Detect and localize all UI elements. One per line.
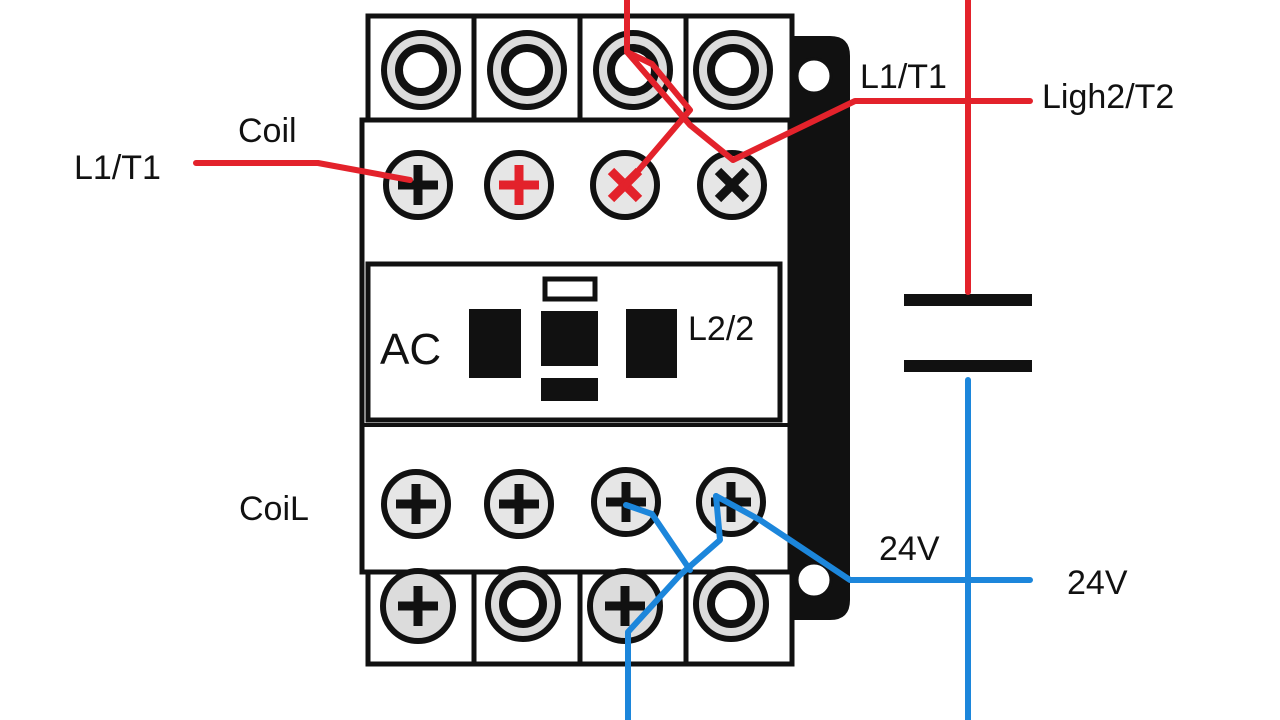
24v-label-inner: 24V bbox=[879, 530, 940, 568]
24v-label-outer: 24V bbox=[1067, 564, 1128, 602]
round-screw-icon bbox=[707, 580, 755, 628]
wire-top-to-screw3 bbox=[623, 0, 693, 188]
nameplate bbox=[365, 261, 783, 423]
round-screw-icon bbox=[395, 44, 447, 96]
top-terminal-1 bbox=[381, 30, 461, 110]
x-screw-icon bbox=[714, 167, 750, 203]
contact-block-center-base bbox=[541, 378, 598, 401]
plus-screw-icon bbox=[605, 586, 645, 626]
plus-screw-icon bbox=[396, 484, 436, 524]
round-screw-icon bbox=[499, 580, 547, 628]
wire-top-cross bbox=[624, 49, 1033, 163]
wire-bottom-left bbox=[625, 493, 723, 720]
wire-screw3-branch bbox=[623, 502, 693, 573]
upper-screw-4 bbox=[697, 150, 767, 220]
ac-label: AC bbox=[380, 325, 441, 374]
light-t2-label: Ligh2/T2 bbox=[1042, 78, 1174, 116]
bottom-terminal-1 bbox=[380, 568, 456, 644]
upper-screw-2 bbox=[484, 150, 554, 220]
wire-l1t1-left bbox=[193, 160, 413, 183]
mounting-bracket bbox=[792, 36, 850, 620]
mounting-hole-bottom bbox=[795, 561, 833, 599]
mounting-hole-top bbox=[795, 57, 833, 95]
lower-screw-3 bbox=[591, 467, 661, 537]
indicator-window bbox=[542, 276, 598, 302]
top-terminal-3 bbox=[593, 30, 673, 110]
round-screw-icon bbox=[501, 44, 553, 96]
red-wires bbox=[193, 0, 1033, 295]
bottom-terminal-4 bbox=[693, 566, 769, 642]
coil-label-bottom: CoiL bbox=[239, 490, 309, 528]
wire-screw4-to-24v bbox=[713, 493, 1033, 583]
bottom-terminal-block bbox=[365, 566, 795, 667]
bottom-terminal-2 bbox=[485, 566, 561, 642]
l1t1-label-left: L1/T1 bbox=[74, 149, 161, 187]
plus-screw-icon bbox=[398, 586, 438, 626]
l1t1-label-right: L1/T1 bbox=[860, 58, 947, 96]
lower-screw-1 bbox=[381, 469, 451, 539]
contact-block-left bbox=[469, 309, 521, 378]
plus-screw-icon bbox=[398, 165, 438, 205]
top-terminal-2 bbox=[487, 30, 567, 110]
contact-block-right bbox=[626, 309, 677, 378]
labels: Coil L1/T1 L1/T1 Ligh2/T2 AC L2/2 CoiL 2… bbox=[74, 58, 1174, 602]
plus-screw-icon bbox=[499, 165, 539, 205]
bottom-terminal-3 bbox=[587, 568, 663, 644]
top-terminal-block bbox=[365, 13, 795, 123]
contact-block-center bbox=[541, 311, 598, 366]
lower-screw-2 bbox=[484, 469, 554, 539]
blue-wires bbox=[623, 377, 1033, 720]
l2-2-label: L2/2 bbox=[688, 310, 754, 348]
coil-label-top: Coil bbox=[238, 112, 297, 150]
plus-screw-icon bbox=[499, 484, 539, 524]
upper-screw-1 bbox=[383, 150, 453, 220]
capacitor-symbol bbox=[904, 294, 1032, 372]
round-screw-icon bbox=[707, 44, 759, 96]
plus-screw-icon bbox=[606, 482, 646, 522]
top-terminal-4 bbox=[693, 30, 773, 110]
